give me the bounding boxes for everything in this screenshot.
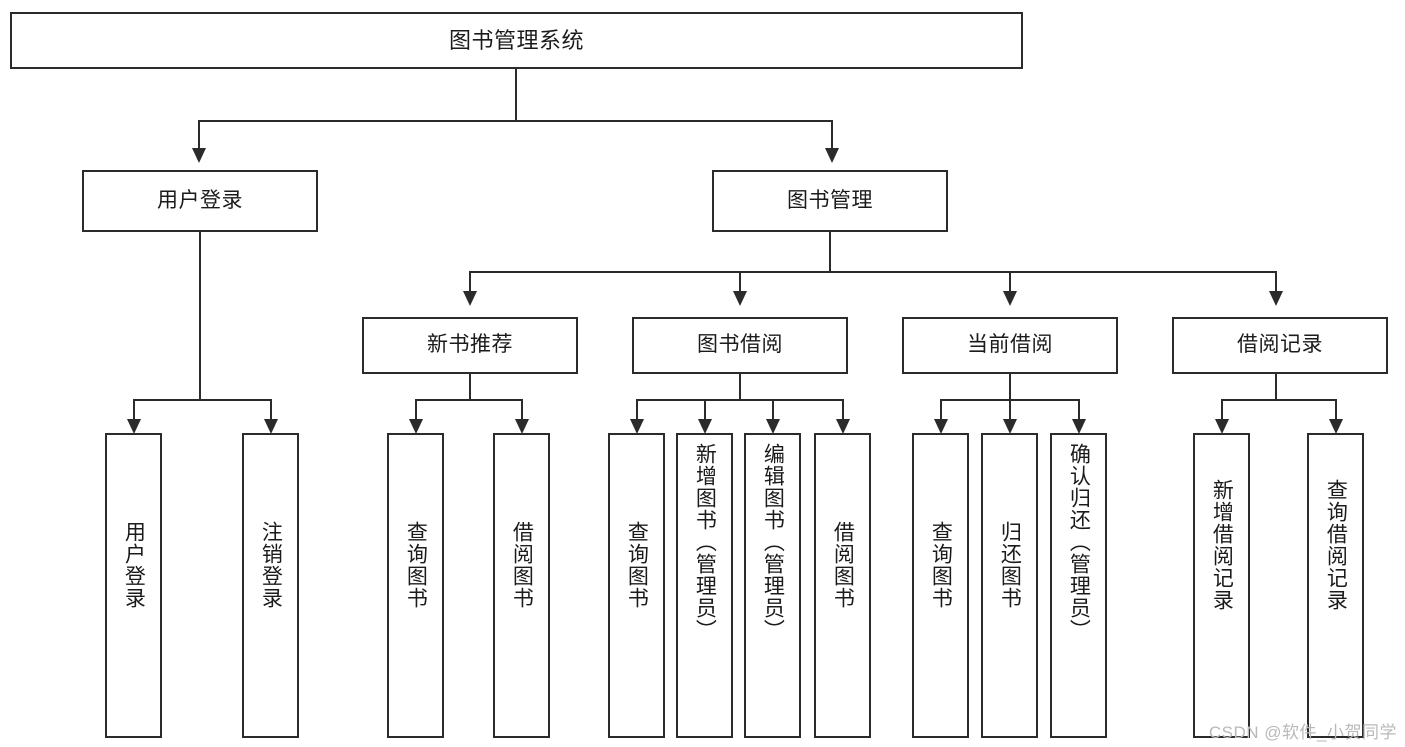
leaf-label: 编辑图书（管理员） — [761, 443, 785, 641]
node-label: 图书管理系统 — [448, 27, 584, 53]
connector-br-stem — [1275, 374, 1277, 400]
connector-bm-to-current-borrow — [1009, 271, 1011, 293]
arrow-cb-to-leaf-1 — [934, 419, 948, 434]
node-label: 图书借阅 — [697, 333, 783, 357]
leaf-borrow-book-1[interactable]: 借阅图书 — [493, 433, 550, 738]
arrow-nbr-to-leaf-1 — [409, 419, 423, 434]
connector-bb-to-leaf-1 — [636, 399, 638, 421]
leaf-query-book-1[interactable]: 查询图书 — [387, 433, 444, 738]
arrow-bm-to-book-borrow — [733, 291, 747, 306]
leaf-borrow-book-2[interactable]: 借阅图书 — [814, 433, 871, 738]
connector-bb-to-leaf-2 — [704, 399, 706, 421]
node-book-manage[interactable]: 图书管理 — [712, 170, 948, 232]
leaf-confirm-return[interactable]: 确认归还（管理员） — [1050, 433, 1107, 738]
arrow-cb-to-leaf-2 — [1003, 419, 1017, 434]
connector-book-manage-bus — [469, 271, 1275, 273]
connector-cb-to-leaf-1 — [940, 399, 942, 421]
leaf-label: 新增借阅记录 — [1210, 479, 1234, 611]
connector-root-to-book-manage — [831, 120, 833, 148]
arrow-bm-to-current-borrow — [1003, 291, 1017, 306]
node-label: 借阅记录 — [1237, 333, 1323, 357]
leaf-label: 借阅图书 — [510, 521, 534, 609]
leaf-label: 用户登录 — [122, 521, 146, 609]
leaf-label: 查询借阅记录 — [1324, 479, 1348, 611]
csdn-watermark: CSDN @软件_小贺同学 — [1208, 723, 1397, 742]
connector-bm-to-book-borrow — [739, 271, 741, 293]
node-label: 图书管理 — [787, 188, 873, 212]
leaf-label: 查询图书 — [404, 521, 428, 609]
leaf-label: 新增图书（管理员） — [693, 443, 717, 641]
connector-book-manage-stem — [829, 232, 831, 272]
node-label: 新书推荐 — [427, 333, 513, 357]
connector-cb-to-leaf-3 — [1078, 399, 1080, 421]
arrow-bb-to-leaf-1 — [630, 419, 644, 434]
arrow-bb-to-leaf-2 — [698, 419, 712, 434]
connector-br-bus — [1221, 399, 1337, 401]
arrow-user-login-to-leaf-2 — [264, 419, 278, 434]
connector-bb-bus — [636, 399, 844, 401]
leaf-label: 查询图书 — [929, 521, 953, 609]
leaf-label: 归还图书 — [998, 521, 1022, 609]
connector-nbr-stem — [469, 374, 471, 400]
leaf-logout-login[interactable]: 注销登录 — [242, 433, 299, 738]
node-label: 用户登录 — [157, 188, 243, 212]
connector-cb-to-leaf-2 — [1009, 399, 1011, 421]
leaf-query-book-2[interactable]: 查询图书 — [608, 433, 665, 738]
leaf-add-record[interactable]: 新增借阅记录 — [1193, 433, 1250, 738]
leaf-query-record[interactable]: 查询借阅记录 — [1307, 433, 1364, 738]
node-current-borrow[interactable]: 当前借阅 — [902, 317, 1118, 374]
node-new-book-recommend[interactable]: 新书推荐 — [362, 317, 578, 374]
connector-nbr-to-leaf-1 — [415, 399, 417, 421]
arrow-root-to-book-manage — [825, 148, 839, 163]
connector-bb-stem — [739, 374, 741, 400]
arrow-root-to-user-login — [192, 148, 206, 163]
arrow-bb-to-leaf-3 — [766, 419, 780, 434]
connector-user-login-to-leaf-2 — [270, 399, 272, 421]
node-user-login[interactable]: 用户登录 — [82, 170, 318, 232]
leaf-label: 借阅图书 — [831, 521, 855, 609]
leaf-label: 注销登录 — [259, 521, 283, 609]
connector-bm-to-borrow-record — [1275, 271, 1277, 293]
connector-root-to-user-login — [198, 120, 200, 148]
node-borrow-record[interactable]: 借阅记录 — [1172, 317, 1388, 374]
connector-user-login-bus — [133, 399, 271, 401]
arrow-cb-to-leaf-3 — [1072, 419, 1086, 434]
leaf-user-login[interactable]: 用户登录 — [105, 433, 162, 738]
connector-root-bus — [198, 120, 833, 122]
connector-cb-stem — [1009, 374, 1011, 400]
arrow-bm-to-borrow-record — [1269, 291, 1283, 306]
leaf-label: 查询图书 — [625, 521, 649, 609]
arrow-user-login-to-leaf-1 — [127, 419, 141, 434]
connector-user-login-to-leaf-1 — [133, 399, 135, 421]
connector-user-login-stem — [199, 232, 201, 400]
connector-br-to-leaf-1 — [1221, 399, 1223, 421]
arrow-nbr-to-leaf-2 — [515, 419, 529, 434]
arrow-bm-to-new-book — [463, 291, 477, 306]
connector-nbr-to-leaf-2 — [521, 399, 523, 421]
leaf-label: 确认归还（管理员） — [1067, 443, 1091, 641]
leaf-add-book[interactable]: 新增图书（管理员） — [676, 433, 733, 738]
leaf-query-book-3[interactable]: 查询图书 — [912, 433, 969, 738]
connector-nbr-bus — [415, 399, 523, 401]
connector-bb-to-leaf-4 — [842, 399, 844, 421]
leaf-edit-book[interactable]: 编辑图书（管理员） — [744, 433, 801, 738]
node-root-system[interactable]: 图书管理系统 — [10, 12, 1023, 69]
leaf-return-book[interactable]: 归还图书 — [981, 433, 1038, 738]
node-book-borrow[interactable]: 图书借阅 — [632, 317, 848, 374]
arrow-br-to-leaf-2 — [1329, 419, 1343, 434]
node-label: 当前借阅 — [967, 333, 1053, 357]
arrow-bb-to-leaf-4 — [836, 419, 850, 434]
connector-br-to-leaf-2 — [1335, 399, 1337, 421]
connector-bb-to-leaf-3 — [772, 399, 774, 421]
arrow-br-to-leaf-1 — [1215, 419, 1229, 434]
connector-bm-to-new-book — [469, 271, 471, 293]
connector-root-stem — [515, 69, 517, 121]
